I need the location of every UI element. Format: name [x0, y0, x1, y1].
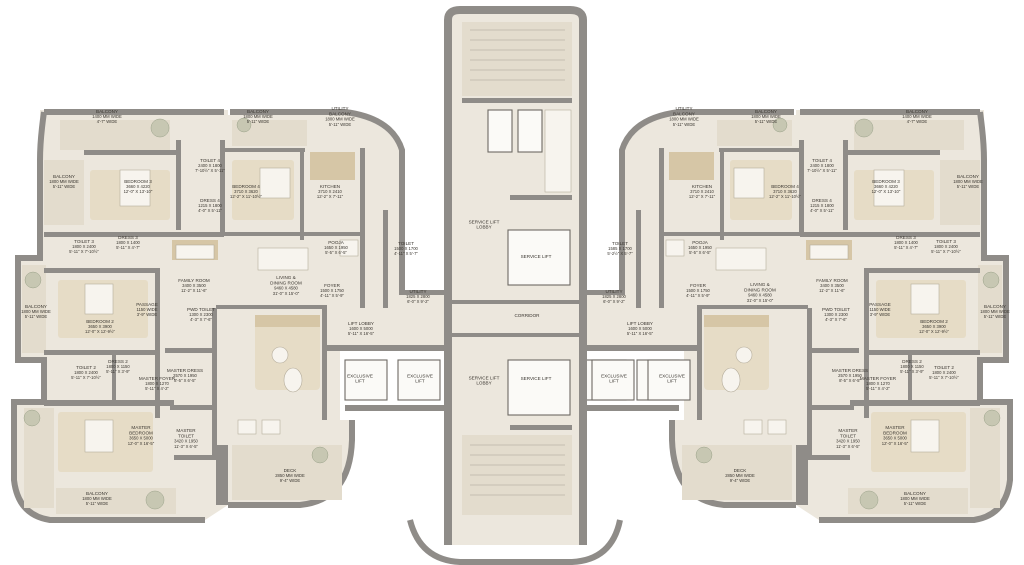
room-label-corridor: CORRIDOR: [514, 313, 540, 318]
room-label-service-lift: SERVICE LIFT: [521, 376, 552, 381]
room-label-service-lift: SERVICE LIFT: [521, 254, 552, 259]
central-core: [407, 6, 691, 565]
left-wing: [14, 110, 449, 520]
right-wing: [575, 110, 1010, 520]
